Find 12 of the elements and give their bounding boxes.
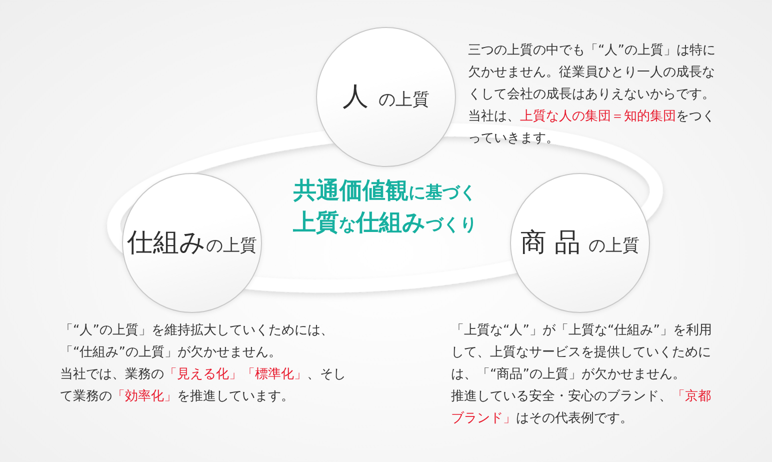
circle-subtitle: の上質 [588, 238, 640, 255]
description-text: 三つの上質の中でも「“人”の上質」は特に欠かせません。従業員ひとり一人の成長なくして会社の成長はありえないからです。当社は、上質な人の集団＝知的集団をつくっていきます。 [468, 42, 716, 148]
description-text: 「上質な“人”」が「上質な“仕組み”」を利用して、上質なサービスを提供していくためには、「“商品”の上質」が欠かせません。 [451, 322, 713, 384]
description-text: 推進している安全・安心のブランド、「京都ブランド」はその代表例です。 [451, 388, 712, 428]
circle-title: 仕組み [127, 230, 206, 256]
description-text: 「“人”の上質」を維持拡大していくためには、「“仕組み”の上質」が欠かせません。 [60, 322, 334, 362]
circle-title: 人 [342, 84, 368, 110]
description-text: 当社では、業務の「見える化」「標準化」、そして業務の「効率化」を推進しています。 [60, 366, 347, 406]
circle-title: 商品 [520, 230, 588, 256]
center-heading: 共通価値観に基づく上質な仕組みづくり [293, 177, 477, 238]
circle-subtitle: の上質 [378, 92, 430, 109]
circle-subtitle: の上質 [206, 238, 257, 255]
